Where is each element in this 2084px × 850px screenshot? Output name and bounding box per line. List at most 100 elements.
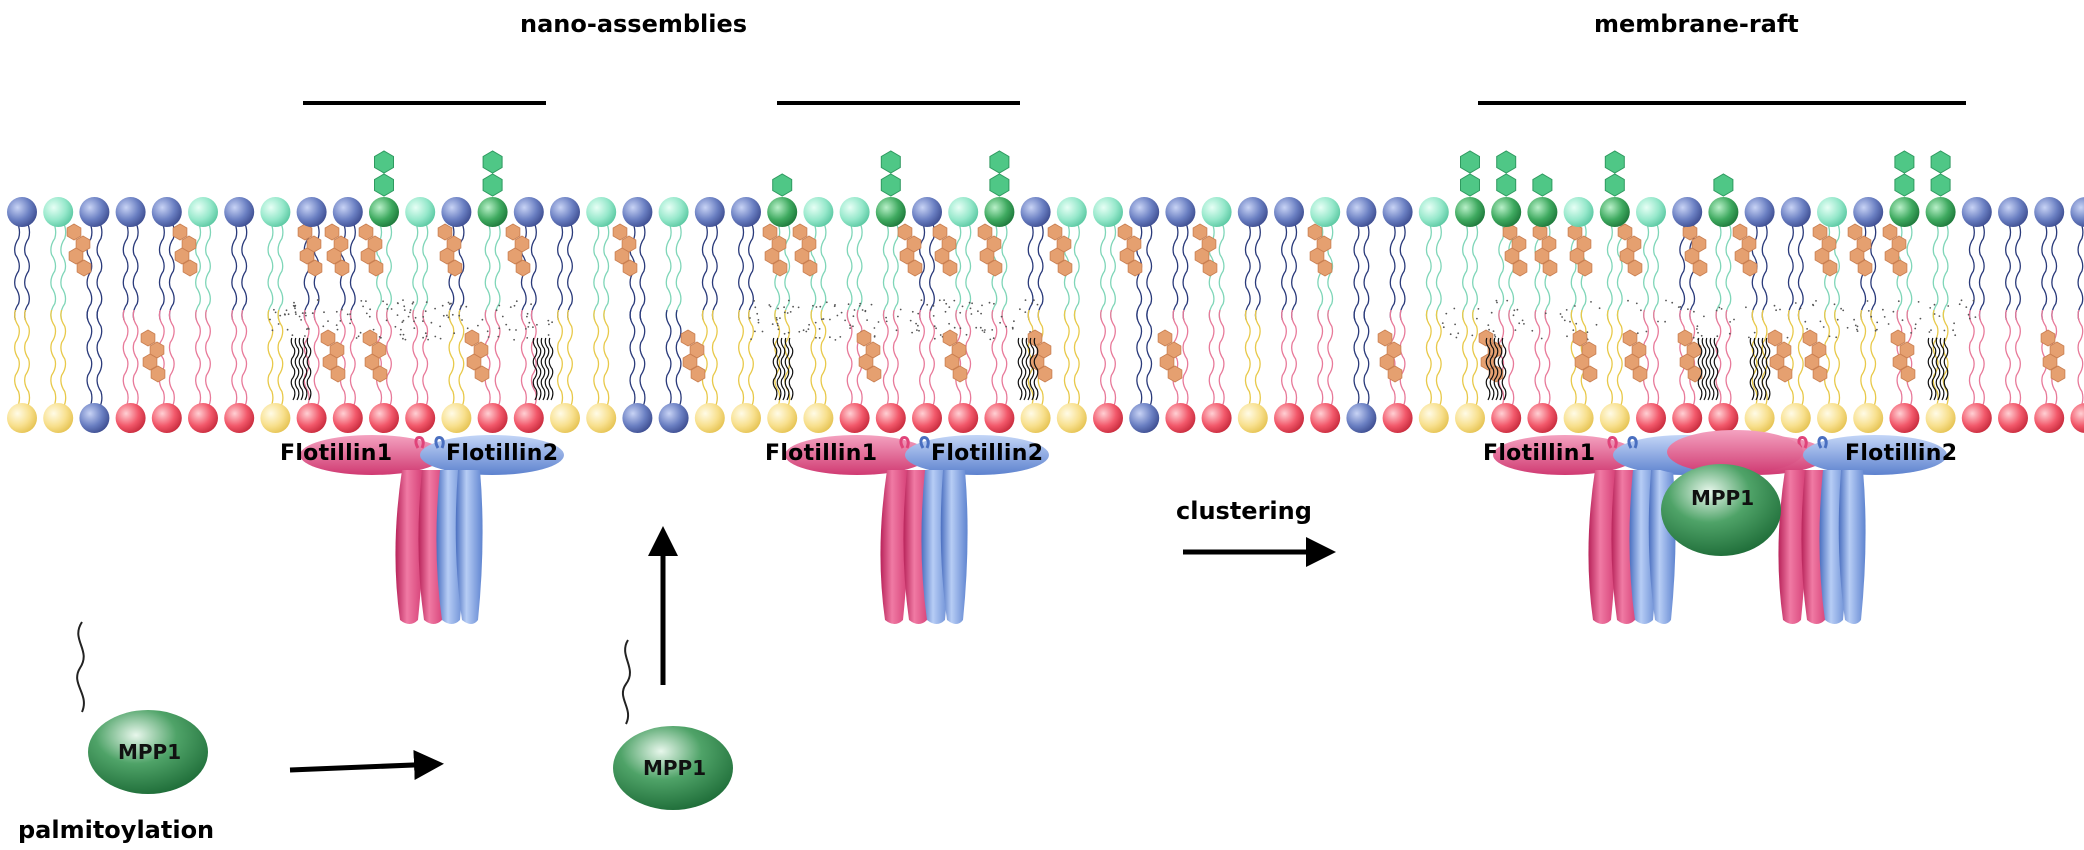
cholesterol-ring [320, 329, 336, 347]
inner-tail [665, 309, 672, 409]
inner-head [7, 403, 37, 433]
raft-dot [403, 309, 406, 311]
cholesterol-ring [952, 365, 968, 383]
raft-dot [307, 327, 310, 330]
flotillin1-stalk [395, 470, 425, 624]
raft-dot [787, 331, 790, 334]
acyl-anchor [536, 337, 542, 401]
raft-dot [1968, 317, 1971, 320]
raft-dot [513, 338, 515, 341]
raft-dot [515, 329, 517, 331]
raft-dot [498, 327, 501, 330]
raft-dot [526, 315, 528, 318]
outer-tail [748, 221, 755, 321]
outer-head [1455, 197, 1485, 227]
raft-dot [304, 312, 307, 314]
cholesterol-ring [362, 329, 378, 347]
inner-head [1237, 403, 1268, 433]
flotillin2-hairpin [1627, 436, 1638, 449]
raft-dot [536, 323, 538, 326]
outer-tail [231, 221, 238, 321]
raft-dot [993, 302, 995, 305]
cholesterol-ring [142, 353, 158, 371]
cholesterol [792, 223, 818, 277]
raft-dot [819, 305, 822, 308]
raft-dot [1565, 309, 1568, 311]
raft-dot [1876, 321, 1879, 324]
inner-tail [1073, 309, 1080, 409]
mpp1-free-1 [76, 621, 208, 794]
ganglioside [1930, 150, 1951, 197]
raft-dot [369, 308, 371, 311]
outer-tail [1244, 221, 1251, 321]
sugar-hexagon [1496, 173, 1517, 197]
raft-dot [814, 321, 817, 324]
raft-dot [1954, 334, 1957, 337]
cholesterol-ring [680, 329, 696, 347]
inner-head [1853, 403, 1884, 433]
acyl-anchor [544, 337, 550, 401]
raft-dot [551, 321, 553, 324]
inner-head [2070, 403, 2084, 433]
raft-dot [349, 322, 351, 325]
raft-dot [1471, 334, 1474, 337]
cholesterol-ring [1504, 247, 1520, 265]
cholesterol-ring [437, 223, 453, 241]
raft-dot [980, 312, 982, 315]
outer-tail [1906, 221, 1913, 321]
outer-tail [856, 221, 863, 321]
inner-head [405, 403, 436, 433]
inner-head [839, 403, 870, 433]
raft-dot [920, 299, 923, 301]
raft-dot [861, 309, 864, 311]
raft-dot [915, 322, 917, 325]
raft-dot [349, 313, 351, 315]
acyl-anchor [290, 337, 296, 401]
inner-tail [2015, 309, 2022, 409]
inner-tail [1787, 309, 1794, 409]
inner-tail [376, 309, 383, 409]
sugar-hexagon [1713, 173, 1734, 197]
cholesterol [1622, 329, 1648, 383]
outer-tail [1870, 221, 1877, 321]
raft-dot [1819, 320, 1822, 323]
raft-dot [447, 316, 450, 319]
cholesterol-ring [1900, 365, 1916, 383]
cholesterol-ring [1049, 247, 1065, 265]
raft-dot [783, 306, 785, 309]
cholesterol-ring [1167, 365, 1183, 383]
cholesterol-ring [907, 259, 923, 277]
inner-tail [2005, 309, 2012, 409]
raft-dot [1013, 320, 1015, 323]
inner-head [1310, 403, 1341, 433]
cholesterol-ring [299, 247, 315, 265]
outer-head [1889, 197, 1920, 227]
raft-dot [1799, 307, 1802, 310]
raft-dot [1445, 312, 1448, 315]
raft-dot [885, 316, 887, 319]
raft-dot [771, 323, 774, 325]
raft-dot [1627, 299, 1629, 302]
inner-tail [1110, 309, 1117, 409]
inner-head [1998, 403, 2028, 433]
outer-tail [1787, 221, 1794, 321]
outer-tail [557, 221, 564, 321]
outer-tail [1932, 221, 1939, 321]
raft-dot [1929, 307, 1932, 309]
cholesterol-ring [1742, 259, 1758, 277]
inner-head [731, 403, 761, 433]
outer-tail [530, 221, 537, 321]
inner-tail [1425, 309, 1432, 409]
raft-dot [1856, 328, 1858, 331]
raft-dot [1454, 323, 1456, 326]
raft-dot [971, 302, 973, 305]
cholesterol-ring [334, 259, 350, 277]
outer-tail [1389, 221, 1396, 321]
raft-dot [1914, 327, 1917, 330]
outer-head [1418, 197, 1449, 227]
inner-tail [1715, 309, 1722, 409]
cholesterol-ring [1582, 365, 1598, 383]
cholesterol-ring [1767, 329, 1783, 347]
raft-dot [439, 337, 442, 340]
